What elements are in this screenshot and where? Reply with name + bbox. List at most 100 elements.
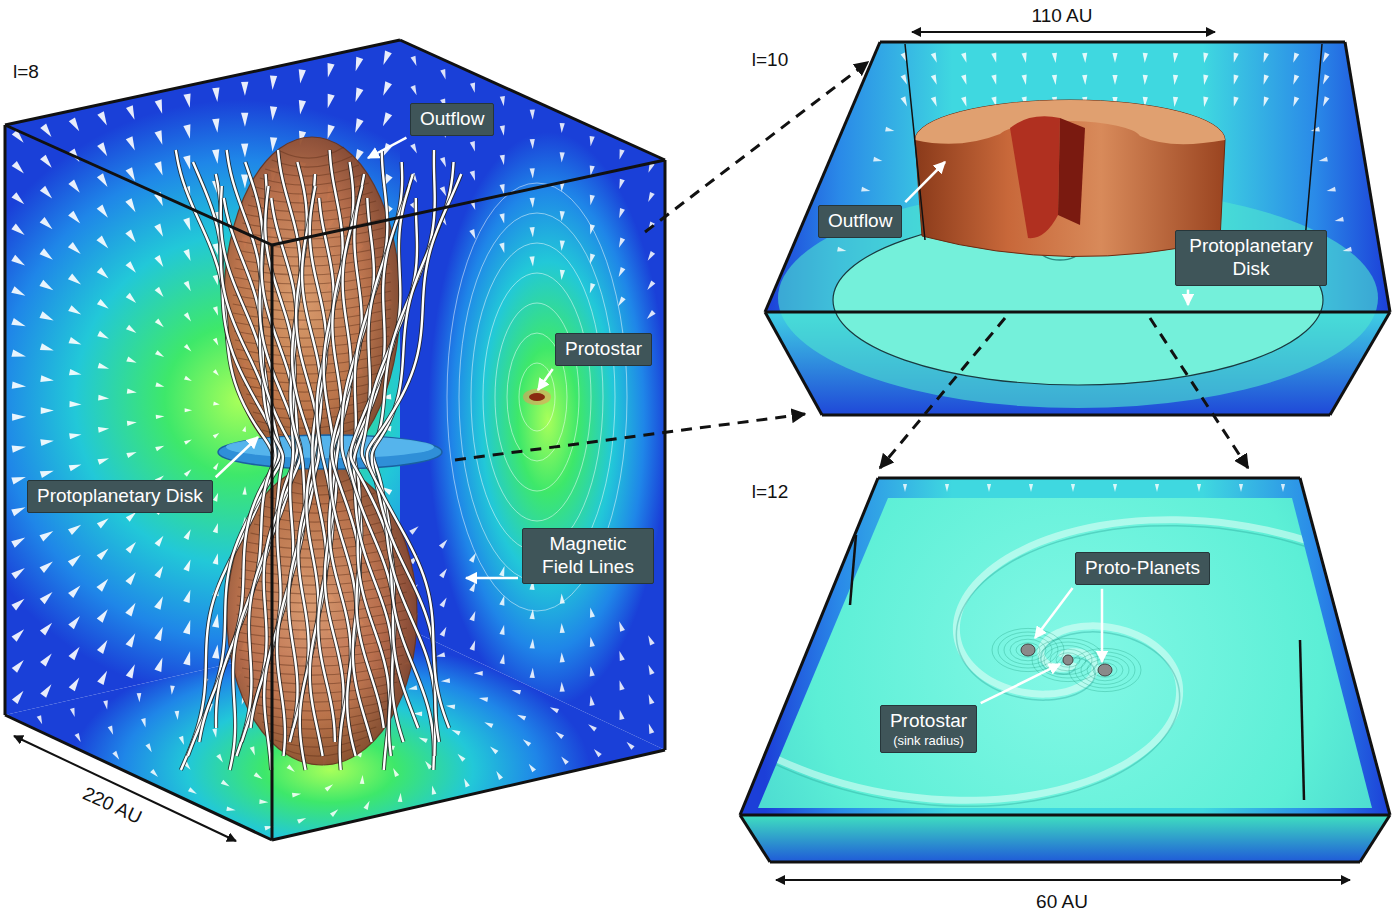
illustration-path — [436, 652, 445, 657]
illustration-path — [242, 426, 246, 432]
illustration-path — [96, 579, 108, 592]
illustration-path — [98, 363, 109, 369]
illustration-path — [97, 173, 108, 187]
illustration-line — [538, 369, 553, 390]
illustration-path — [40, 684, 51, 697]
illustration-path — [530, 668, 535, 678]
illustration-path — [69, 337, 82, 345]
illustration-path — [530, 168, 535, 178]
illustration-path — [1173, 97, 1178, 107]
illustration-path — [479, 697, 488, 702]
illustration-path — [470, 141, 475, 151]
illustration-path — [328, 125, 335, 139]
illustration-path — [446, 704, 455, 709]
illustration-ellipse — [519, 363, 555, 431]
illustration-path — [373, 150, 436, 756]
illustration-path — [97, 204, 108, 217]
illustration-path — [354, 162, 402, 756]
illustration-path — [183, 124, 190, 138]
illustration-path — [409, 526, 418, 534]
illustration-path — [1234, 53, 1239, 63]
illustration-path — [272, 156, 353, 167]
illustration-path — [155, 99, 162, 113]
illustration-line — [14, 736, 236, 841]
illustration-path — [383, 81, 392, 95]
illustration-line — [272, 750, 665, 840]
callout-box: Outflow — [818, 205, 902, 238]
illustration-path — [901, 74, 907, 84]
illustration-line — [1345, 42, 1390, 312]
illustration-path — [40, 248, 53, 259]
illustration-line — [1330, 312, 1390, 415]
illustration-path — [68, 305, 81, 314]
illustration-rect — [0, 0, 700, 900]
illustration-path — [212, 614, 219, 628]
illustration-path — [1293, 52, 1299, 62]
callout-box: Protoplanetary Disk — [27, 480, 213, 513]
illustration-path — [69, 401, 81, 407]
illustration-path — [40, 375, 54, 382]
illustration-ellipse — [529, 393, 545, 401]
illustration-path — [126, 512, 136, 522]
illustration-path — [40, 623, 52, 636]
illustration-path — [253, 700, 391, 711]
illustration-path — [213, 369, 219, 376]
illustration-path — [260, 174, 364, 185]
illustration-path — [40, 186, 52, 199]
illustration-path — [740, 815, 1390, 862]
illustration-path — [179, 736, 184, 745]
illustration-ellipse — [1004, 636, 1052, 665]
illustration-path — [1113, 484, 1117, 492]
illustration-path — [560, 123, 565, 133]
illustration-ellipse — [1010, 639, 1046, 661]
illustration-path — [213, 523, 218, 533]
illustration-path — [523, 739, 532, 746]
illustration-path — [184, 529, 191, 540]
illustration-path — [590, 195, 595, 205]
illustration-path — [69, 117, 79, 131]
illustration-line — [664, 160, 667, 750]
illustration-line — [878, 477, 1300, 480]
illustration-path — [1197, 484, 1201, 492]
refinement-level: l=10 — [752, 49, 788, 72]
illustration-path — [137, 693, 142, 702]
illustration-ellipse — [1063, 655, 1073, 665]
dimension-label: 110 AU — [1032, 5, 1093, 28]
illustration-path — [141, 718, 146, 727]
illustration-path — [619, 179, 624, 189]
illustration-path — [221, 780, 230, 787]
illustration-path — [127, 389, 137, 394]
illustration-path — [457, 754, 465, 762]
illustration-line — [455, 414, 805, 460]
illustration-path — [39, 531, 53, 541]
illustration-path — [125, 230, 135, 243]
illustration-path — [1155, 484, 1159, 492]
illustration-path — [885, 127, 894, 132]
illustration-line — [1300, 478, 1390, 815]
illustration-path — [619, 267, 626, 277]
illustration-path — [155, 536, 164, 547]
illustration-ellipse — [1075, 652, 1135, 688]
illustration-line — [740, 478, 878, 815]
illustration-path — [619, 621, 625, 631]
illustration-path — [270, 76, 277, 90]
illustration-path — [440, 186, 447, 196]
illustration-path — [237, 610, 408, 621]
illustration-path — [961, 96, 966, 106]
illustration-path — [354, 162, 402, 756]
illustration-path — [154, 566, 163, 578]
illustration-path — [499, 566, 504, 576]
illustration-path — [410, 85, 416, 95]
callout-text: Protostar — [565, 338, 642, 361]
illustration-path — [12, 691, 24, 704]
callout-text: Protoplanetary Disk — [1185, 235, 1317, 281]
illustration-path — [127, 421, 137, 426]
illustration-line — [905, 162, 945, 202]
illustration-g — [14, 32, 1350, 880]
dimension-label: 60 AU — [1036, 891, 1088, 914]
illustration-path — [12, 413, 26, 420]
illustration-line — [765, 312, 822, 415]
illustration-path — [68, 616, 80, 629]
illustration-path — [98, 395, 109, 401]
